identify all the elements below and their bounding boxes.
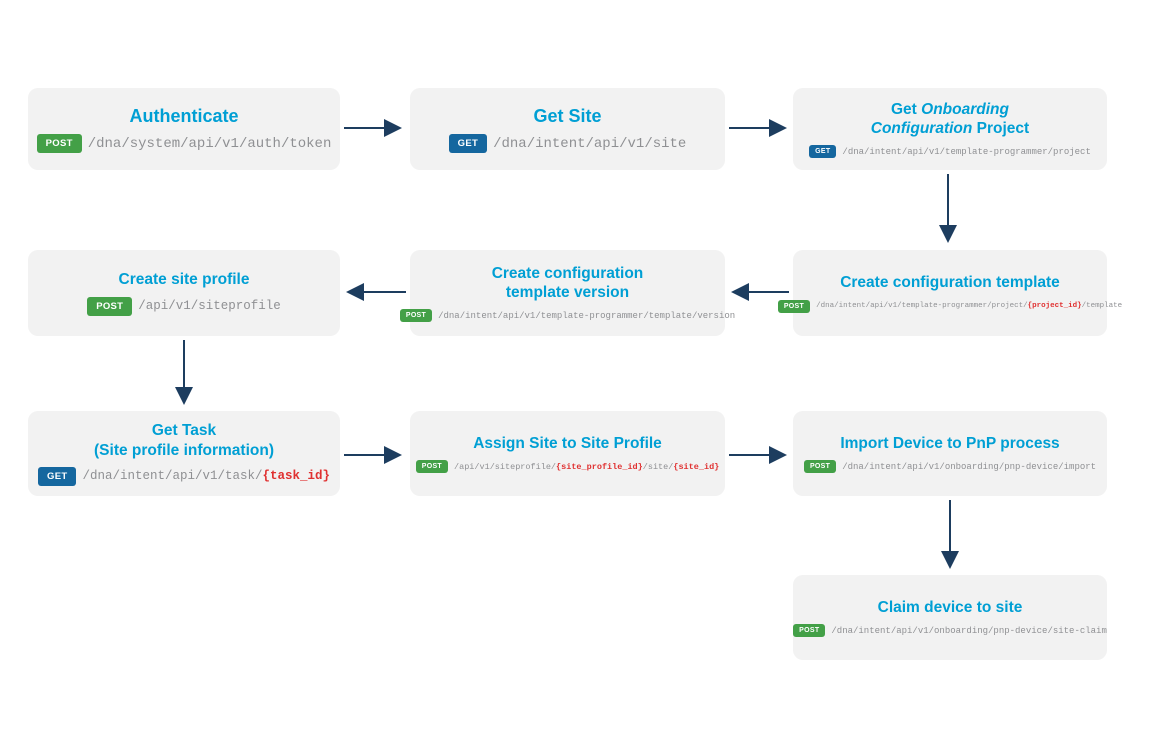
endpoint-row: POST /dna/system/api/v1/auth/token <box>36 134 332 154</box>
endpoint-path: /dna/intent/api/v1/template-programmer/p… <box>816 302 1123 311</box>
endpoint-row: POST /api/v1/siteprofile <box>87 296 281 316</box>
endpoint-path: /dna/intent/api/v1/task/{task_id} <box>82 469 330 484</box>
node-get-task: Get Task (Site profile information) GET … <box>28 411 340 496</box>
endpoint-path: /dna/system/api/v1/auth/token <box>87 135 332 152</box>
node-get-site: Get Site GET /dna/intent/api/v1/site <box>410 88 725 170</box>
endpoint-row: POST /dna/intent/api/v1/onboarding/pnp-d… <box>793 624 1107 638</box>
node-title: Get Site <box>533 105 602 126</box>
endpoint-row: POST /dna/intent/api/v1/template-program… <box>777 299 1123 313</box>
endpoint-path: /dna/intent/api/v1/onboarding/pnp-device… <box>831 625 1107 636</box>
endpoint-path: /dna/intent/api/v1/template-programmer/p… <box>842 146 1091 157</box>
method-badge-post: POST <box>399 309 433 323</box>
endpoint-path: /dna/intent/api/v1/onboarding/pnp-device… <box>842 461 1097 472</box>
endpoint-row: POST /api/v1/siteprofile/{site_profile_i… <box>415 460 720 474</box>
endpoint-row: POST /dna/intent/api/v1/onboarding/pnp-d… <box>803 460 1097 474</box>
method-badge-get: GET <box>38 466 77 486</box>
path-param-project-id: {project_id} <box>1027 302 1082 311</box>
method-badge-post: POST <box>777 299 811 313</box>
endpoint-row: GET /dna/intent/api/v1/template-programm… <box>809 145 1091 159</box>
node-create-configuration-template: Create configuration template POST /dna/… <box>777 250 1122 336</box>
method-badge-post: POST <box>803 460 837 474</box>
method-badge-get: GET <box>448 134 488 154</box>
endpoint-row: GET /dna/intent/api/v1/task/{task_id} <box>38 466 330 486</box>
node-create-site-profile: Create site profile POST /api/v1/sitepro… <box>28 250 340 336</box>
method-badge-post: POST <box>36 134 82 154</box>
node-title: Assign Site to Site Profile <box>473 434 662 452</box>
endpoint-path: /dna/intent/api/v1/site <box>493 135 687 152</box>
node-import-device-pnp: Import Device to PnP process POST /dna/i… <box>793 411 1107 496</box>
node-title: Create configuration template <box>840 274 1060 292</box>
method-badge-post: POST <box>793 624 826 638</box>
node-title: Create site profile <box>118 271 250 289</box>
node-authenticate: Authenticate POST /dna/system/api/v1/aut… <box>28 88 340 170</box>
endpoint-row: GET /dna/intent/api/v1/site <box>448 134 687 154</box>
endpoint-path: /api/v1/siteprofile/{site_profile_id}/si… <box>454 461 720 472</box>
node-title: Create configuration template version <box>491 264 644 301</box>
endpoint-path: /api/v1/siteprofile <box>138 299 281 314</box>
node-title: Authenticate <box>129 105 239 126</box>
endpoint-row: POST /dna/intent/api/v1/template-program… <box>399 309 736 323</box>
path-param-site-id: {site_id} <box>673 461 720 472</box>
path-param-site-profile-id: {site_profile_id} <box>556 461 643 472</box>
path-param-task-id: {task_id} <box>262 469 330 484</box>
node-title: Get Task (Site profile information) <box>94 422 274 459</box>
node-title: Import Device to PnP process <box>840 434 1060 452</box>
method-badge-post: POST <box>415 460 448 474</box>
node-assign-site-to-site-profile: Assign Site to Site Profile POST /api/v1… <box>410 411 725 496</box>
node-claim-device-to-site: Claim device to site POST /dna/intent/ap… <box>793 575 1107 660</box>
method-badge-get: GET <box>809 145 837 159</box>
node-title: Claim device to site <box>877 598 1023 616</box>
method-badge-post: POST <box>87 296 133 316</box>
endpoint-path: /dna/intent/api/v1/template-programmer/t… <box>438 310 736 321</box>
node-create-template-version: Create configuration template version PO… <box>399 250 735 336</box>
